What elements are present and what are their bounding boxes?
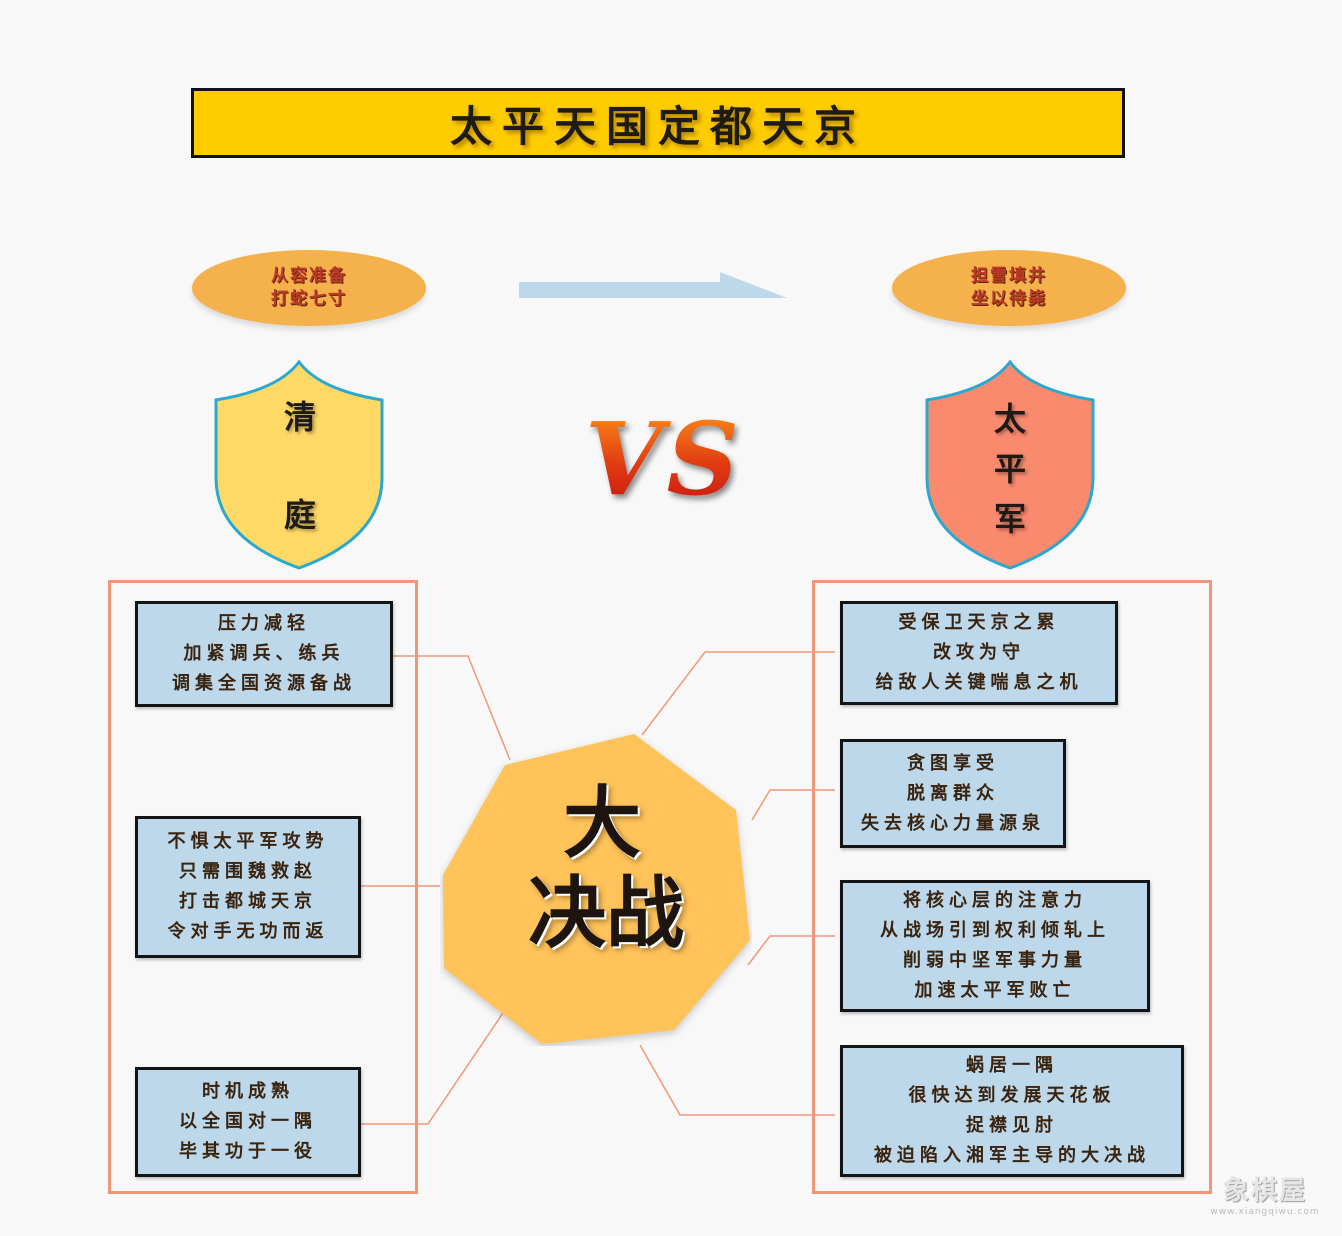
center-title-line: 决战 (527, 868, 684, 959)
right-shield-char: 太 (993, 400, 1026, 438)
box-line: 毕其功于一役 (179, 1141, 317, 1162)
watermark: 象棋屋 www.xiangqiwu.com (1200, 1170, 1330, 1217)
box-line: 改攻为守 (933, 642, 1025, 663)
box-line: 削弱中坚军事力量 (903, 950, 1087, 971)
left-strategy-line: 从容准备 (271, 266, 347, 286)
box-line: 贪图享受 (907, 752, 999, 774)
box-line: 不惧太平军攻势 (167, 831, 329, 852)
right-panel (812, 580, 1212, 1194)
page-title: 太平天国定都天京 (449, 101, 866, 151)
right-shield-char: 平 (993, 450, 1026, 488)
box-line: 从战场引到权利倾轧上 (880, 920, 1110, 941)
box-line: 失去核心力量源泉 (861, 812, 1045, 834)
box-line: 令对手无功而返 (167, 921, 329, 942)
connector-line (360, 1009, 506, 1125)
left-strategy-ellipse: 从容准备 打蛇七寸 (192, 250, 426, 326)
box-line: 压力减轻 (218, 613, 310, 634)
right-shield-char: 军 (993, 500, 1026, 538)
right-strategy-line: 坐以待毙 (971, 289, 1047, 309)
box-line: 给敌人关键喘息之机 (875, 672, 1083, 693)
vs-label: VS (585, 400, 743, 518)
left-strategy-line: 打蛇七寸 (271, 289, 347, 309)
connector-line (747, 935, 835, 966)
box-line: 加紧调兵、练兵 (183, 643, 345, 664)
box-line: 很快达到发展天花板 (908, 1085, 1116, 1106)
center-octagon-shape (443, 734, 750, 1044)
left-shield-icon (214, 359, 384, 570)
connector-line (751, 789, 835, 821)
left-panel (108, 580, 418, 1194)
box-line: 将核心层的注意力 (903, 890, 1087, 911)
connector-line (392, 655, 511, 761)
box-line: 蜗居一隅 (966, 1055, 1058, 1076)
box-line: 调集全国资源备战 (172, 673, 356, 694)
right-box-3: 将核心层的注意力 从战场引到权利倾轧上 削弱中坚军事力量 加速太平军败亡 (840, 880, 1150, 1012)
left-box-3: 时机成熟 以全国对一隅 毕其功于一役 (135, 1067, 361, 1177)
watermark-text: 象棋屋 (1222, 1176, 1307, 1206)
right-box-2: 贪图享受 脱离群众 失去核心力量源泉 (840, 739, 1066, 848)
right-box-1: 受保卫天京之累 改攻为守 给敌人关键喘息之机 (840, 601, 1118, 705)
connector-line (639, 1044, 835, 1116)
box-line: 只需围魏救赵 (179, 861, 317, 882)
left-shield-char: 庭 (283, 496, 316, 534)
right-strategy-ellipse: 担雪填井 坐以待毙 (892, 250, 1126, 326)
watermark-url: www.xiangqiwu.com (1210, 1207, 1320, 1217)
box-line: 时机成熟 (202, 1081, 294, 1102)
box-line: 脱离群众 (907, 782, 999, 804)
left-shield-char: 清 (283, 398, 316, 436)
left-box-2: 不惧太平军攻势 只需围魏救赵 打击都城天京 令对手无功而返 (135, 816, 361, 958)
box-line: 捉襟见肘 (966, 1115, 1058, 1136)
right-arrow-icon (519, 272, 787, 298)
right-strategy-line: 担雪填井 (971, 266, 1047, 286)
box-line: 加速太平军败亡 (914, 980, 1076, 1001)
box-line: 被迫陷入湘军主导的大决战 (874, 1145, 1150, 1166)
title-banner: 太平天国定都天京 (191, 88, 1125, 158)
right-shield-icon (925, 359, 1095, 570)
center-title-line: 大 (562, 778, 641, 869)
left-box-1: 压力减轻 加紧调兵、练兵 调集全国资源备战 (135, 601, 393, 707)
box-line: 打击都城天京 (179, 891, 317, 912)
right-box-4: 蜗居一隅 很快达到发展天花板 捉襟见肘 被迫陷入湘军主导的大决战 (840, 1045, 1184, 1177)
connector-line (641, 651, 835, 736)
box-line: 以全国对一隅 (179, 1111, 317, 1132)
box-line: 受保卫天京之累 (898, 612, 1060, 633)
